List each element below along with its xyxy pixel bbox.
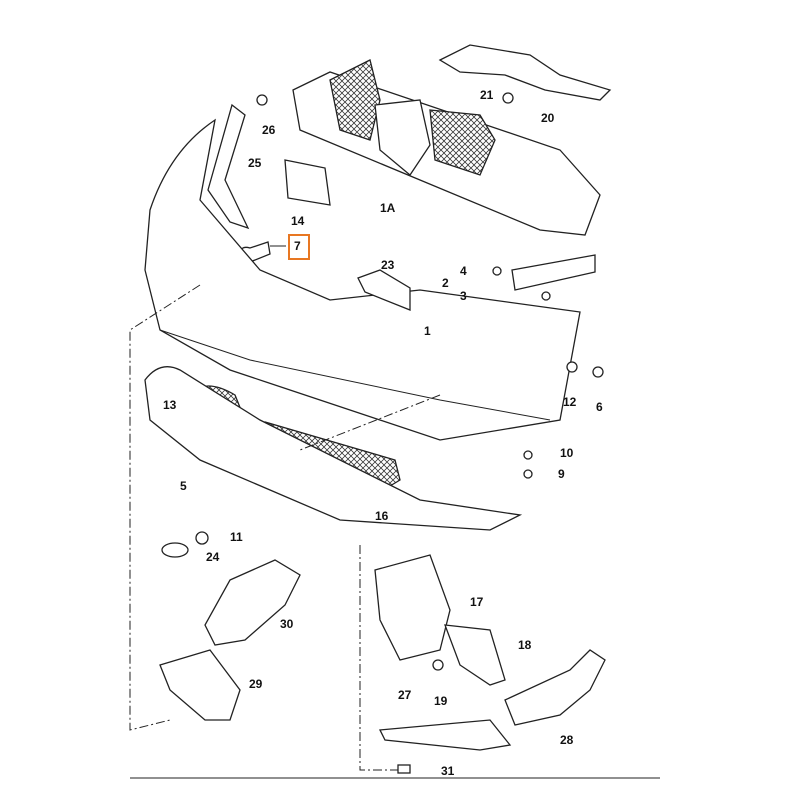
spoiler-5 <box>144 366 523 531</box>
bar-23 <box>357 269 411 311</box>
duct-30 <box>204 559 301 646</box>
callout-14: 14 <box>291 214 305 228</box>
bolt-26-icon <box>256 94 268 106</box>
guide-2 <box>511 254 596 291</box>
callout-30: 30 <box>280 617 294 631</box>
callout-12: 12 <box>563 395 577 409</box>
callout-26: 26 <box>262 123 276 137</box>
duct-28 <box>504 649 606 726</box>
callout-1A: 1A <box>380 201 396 215</box>
callout-13: 13 <box>163 398 177 412</box>
carrier-grille-right <box>429 109 496 176</box>
clip-31 <box>397 764 411 774</box>
bolt-21-icon <box>502 92 514 104</box>
callout-19: 19 <box>434 694 448 708</box>
highlight-box-part-7 <box>288 234 310 260</box>
callout-6: 6 <box>596 400 603 414</box>
cap-24 <box>161 542 189 558</box>
bracket-17 <box>374 554 451 661</box>
callout-16: 16 <box>375 509 389 523</box>
carrier-grille-left <box>329 59 381 141</box>
screw-3-icon <box>541 291 551 301</box>
callout-29: 29 <box>249 677 263 691</box>
callout-25: 25 <box>248 156 262 170</box>
callout-5: 5 <box>180 479 187 493</box>
callout-18: 18 <box>518 638 532 652</box>
callout-10: 10 <box>560 446 574 460</box>
callout-9: 9 <box>558 467 565 481</box>
callout-2: 2 <box>442 276 449 290</box>
bumper-cover-1 <box>144 118 581 441</box>
callout-31: 31 <box>441 764 455 778</box>
washer-10 <box>523 450 533 460</box>
callout-3: 3 <box>460 289 467 303</box>
nut-4 <box>492 266 502 276</box>
plate-14 <box>284 159 331 206</box>
bracket-18 <box>444 624 506 686</box>
callout-11: 11 <box>230 530 243 544</box>
screw-9-icon <box>523 469 533 479</box>
callout-7: 7 <box>294 239 301 253</box>
screw-11-icon <box>195 531 209 545</box>
callout-4: 4 <box>460 264 467 278</box>
callout-1: 1 <box>424 324 431 338</box>
callout-21: 21 <box>480 88 494 102</box>
bracket-25 <box>207 103 250 230</box>
screw-6-icon <box>592 366 604 378</box>
callout-28: 28 <box>560 733 574 747</box>
screw-19-icon <box>432 659 444 671</box>
carrier-center-bracket <box>374 99 431 176</box>
air-deflector-20 <box>438 44 612 101</box>
callout-23: 23 <box>381 258 395 272</box>
callout-24: 24 <box>206 550 220 564</box>
callout-27: 27 <box>398 688 412 702</box>
clip-12 <box>566 361 578 373</box>
callout-20: 20 <box>541 111 555 125</box>
callout-17: 17 <box>470 595 484 609</box>
duct-29 <box>159 649 241 721</box>
duct-27 <box>378 719 512 751</box>
